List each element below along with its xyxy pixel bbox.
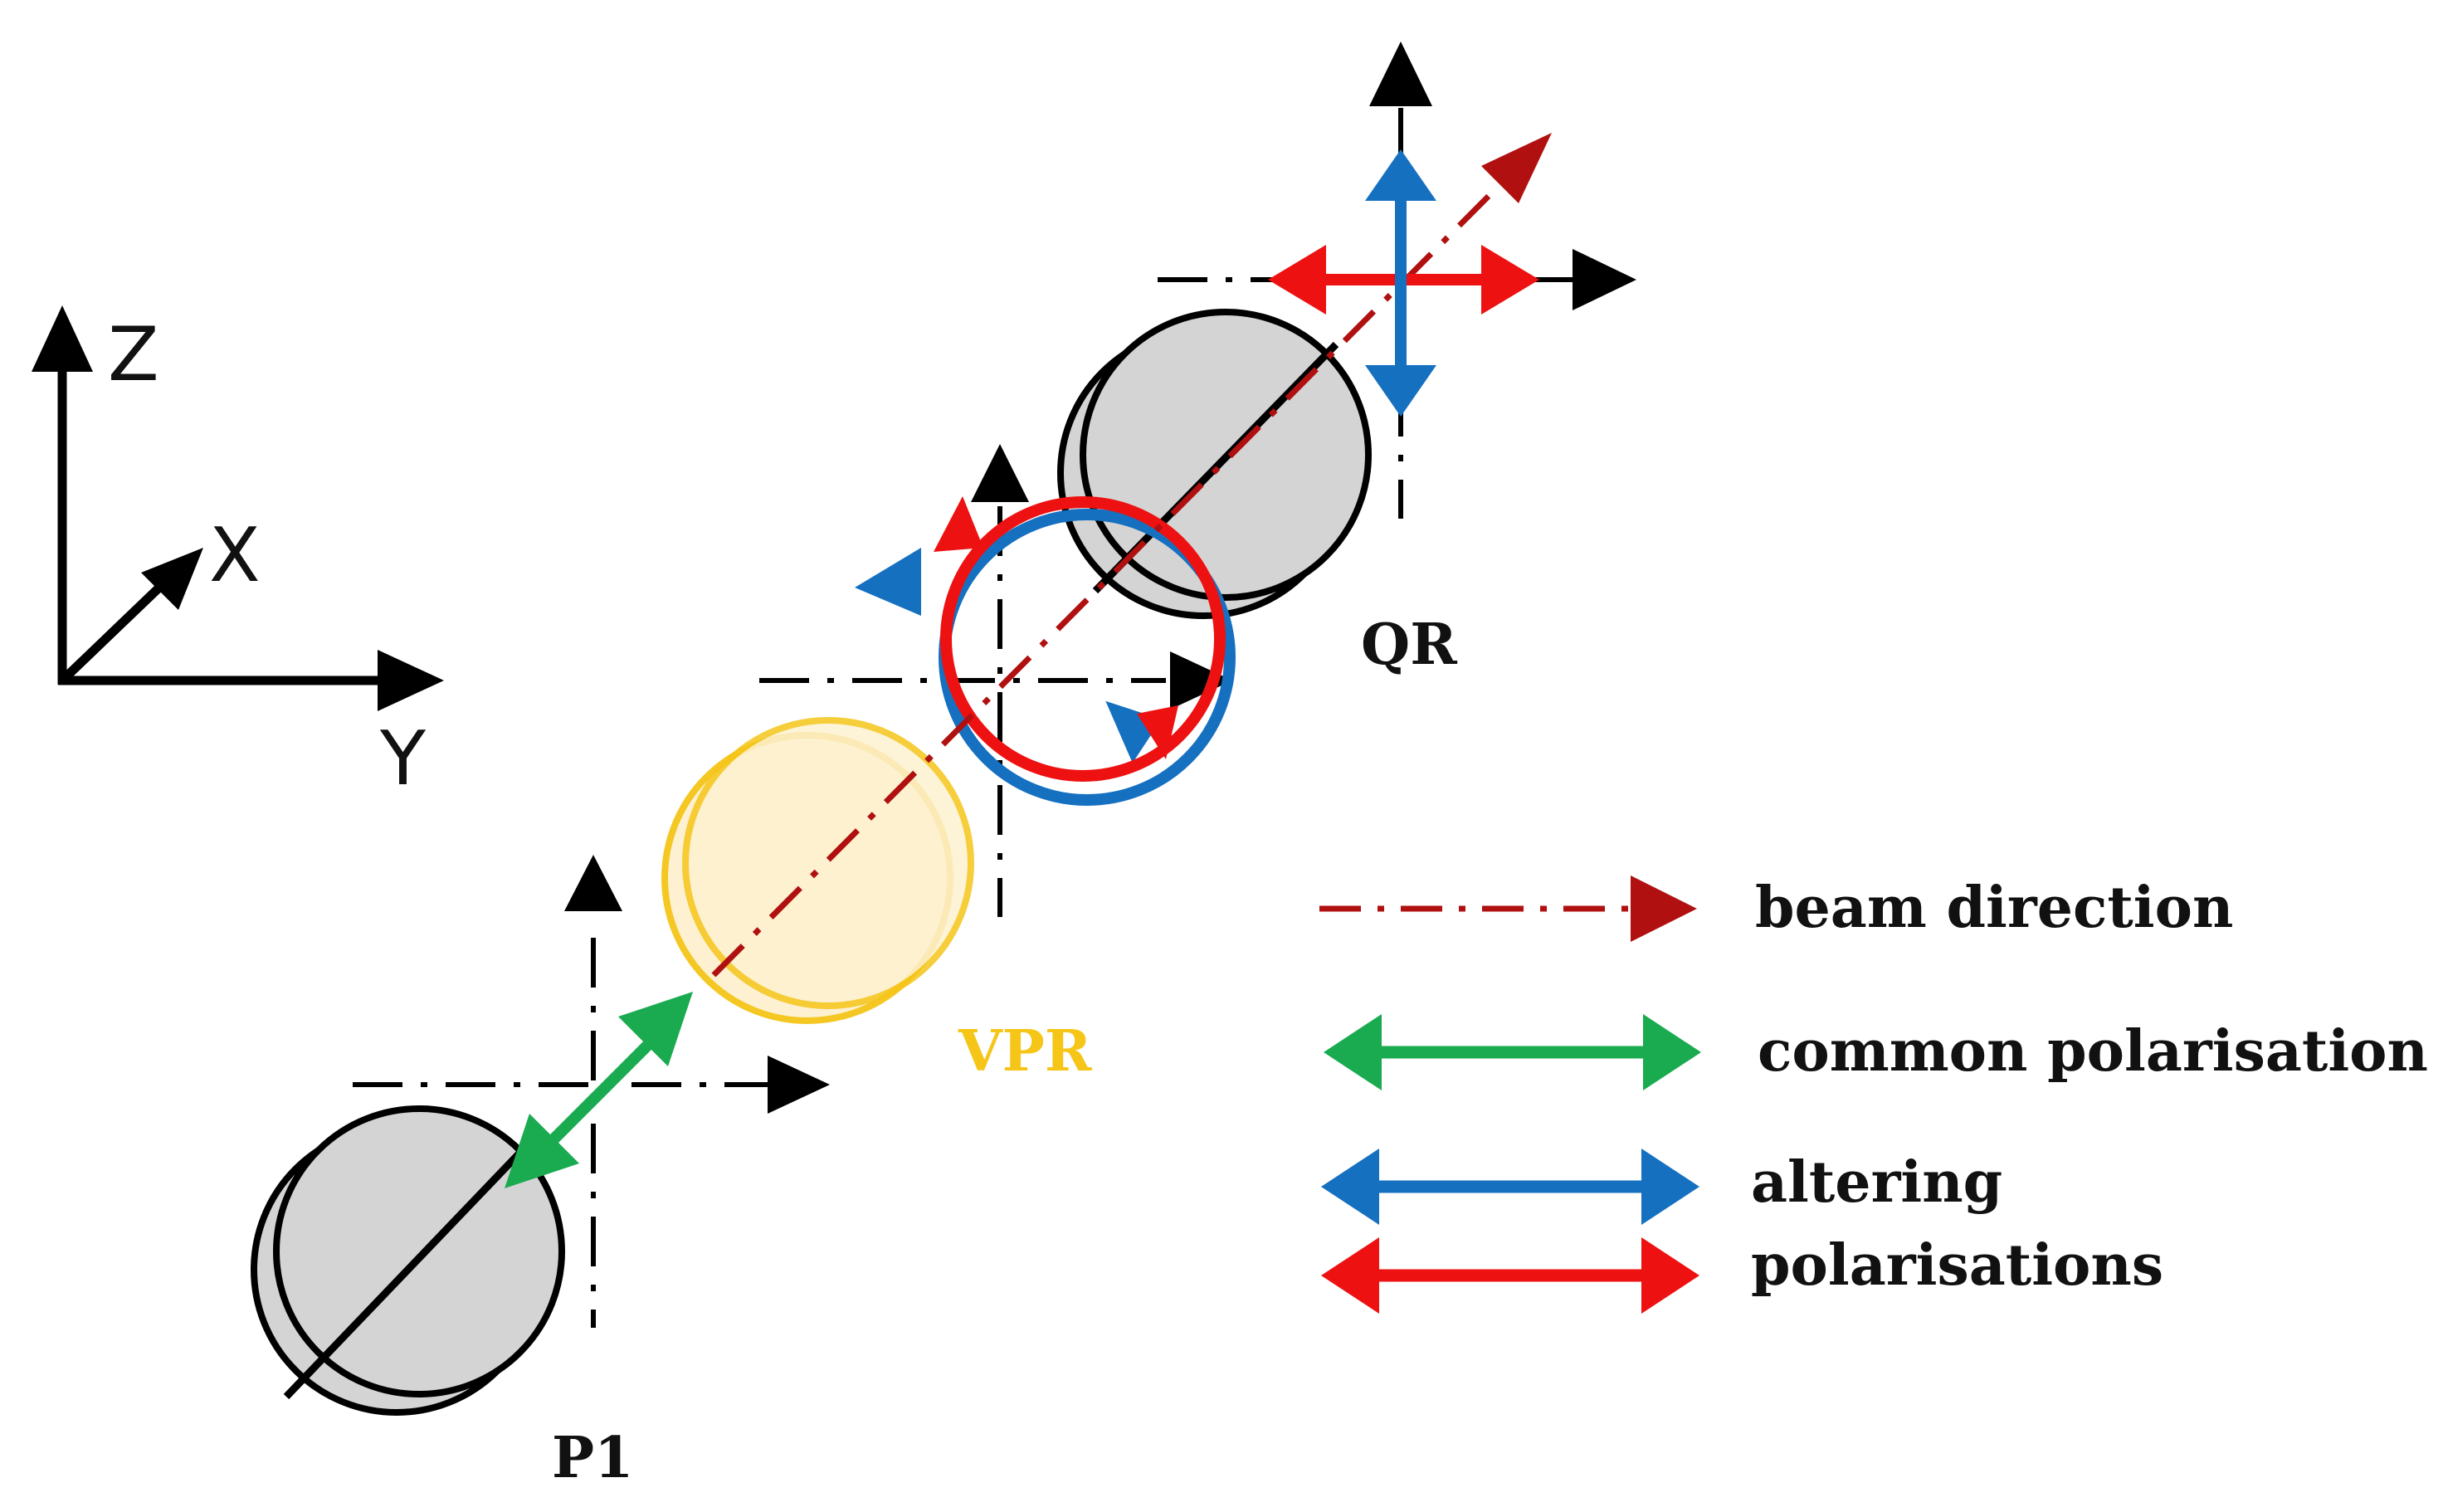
legend-altering-entry: altering polarisations [1321,1149,2163,1314]
legend-green-arrowhead-right [1643,1014,1701,1090]
vpr-retarder [661,717,974,1024]
frame-vpr-up-arrowhead [971,444,1029,502]
legend-beam-arrowhead [1631,875,1697,942]
red-circle-arrowhead-top [934,496,983,552]
blue-linear-arrowhead-up [1365,149,1436,201]
p1-transmission-axis [283,1138,534,1400]
legend-blue-arrowhead-left [1321,1149,1379,1225]
local-frame-p1 [353,855,830,1328]
legend-common-entry: common polarisation [1324,1014,2428,1090]
x-axis-line [59,582,165,684]
legend: beam direction common polarisation alter… [1319,875,2428,1314]
p1-label: P1 [552,1425,633,1491]
legend-blue-arrowhead-right [1641,1149,1699,1225]
local-frame-vpr [759,444,1232,917]
frame-qr-right-arrowhead [1573,249,1636,310]
red-circle-arrowhead-bottom [1137,705,1178,759]
circular-polarisation-indicators [855,496,1236,806]
coordinate-system: Z X Y [32,305,444,802]
legend-red-arrowhead-right [1641,1237,1699,1314]
frame-p1-right-arrowhead [768,1056,830,1114]
frame-p1-up-arrowhead [564,855,622,911]
beam-path [711,133,1552,978]
z-axis-label: Z [108,311,159,398]
vpr-label: VPR [958,1018,1092,1085]
legend-common-text: common polarisation [1758,1018,2428,1085]
z-axis-arrowhead [32,305,93,372]
red-linear-arrowhead-right [1481,245,1539,315]
red-linear-arrowhead-left [1268,245,1326,315]
qr-label: QR [1361,612,1457,678]
blue-circle-arrowhead-top [855,548,921,616]
red-circular-polarisation [940,496,1226,782]
legend-altering-text-line1: altering [1751,1149,2002,1216]
qr-retarder [1057,309,1372,619]
altering-polarisation-arrows [1268,149,1539,417]
legend-green-arrowhead-left [1324,1014,1382,1090]
y-axis-label: Y [379,715,427,802]
beam-arrowhead [1481,133,1552,203]
y-axis-arrowhead [378,650,444,711]
common-polarisation-arrow [505,992,693,1188]
beam-line [711,168,1517,978]
p1-polariser [251,1105,565,1416]
green-arrowhead-down [505,1114,579,1188]
legend-red-arrowhead-left [1321,1237,1379,1314]
legend-altering-text-line2: polarisations [1751,1232,2163,1299]
legend-beam-entry: beam direction [1319,875,2233,942]
frame-qr-up-arrowhead [1369,41,1432,106]
green-arrowhead-up [618,992,693,1066]
blue-linear-arrowhead-down [1365,365,1436,417]
frame-vpr-right-arrowhead [1170,651,1232,710]
x-axis-arrowhead [141,548,203,610]
x-axis-label: X [209,512,261,599]
legend-beam-text: beam direction [1755,875,2233,941]
